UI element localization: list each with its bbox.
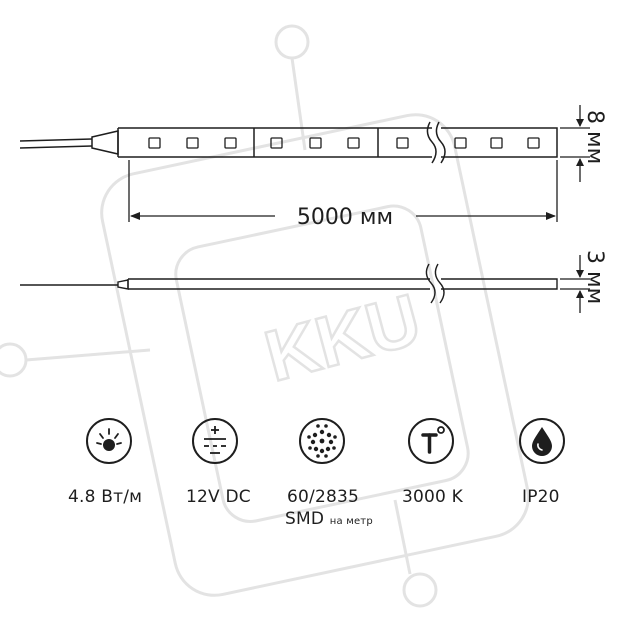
watermark-text: KKU — [257, 280, 428, 398]
led-matrix-icon — [299, 418, 345, 464]
connector-plug — [91, 130, 119, 155]
brightness-icon — [86, 418, 132, 464]
thickness-dimension — [560, 255, 590, 313]
water-drop-icon — [519, 418, 565, 464]
width-dimension — [560, 105, 590, 182]
dc-power-icon — [192, 418, 238, 464]
temperature-icon — [408, 418, 454, 464]
length-dimension — [128, 160, 558, 222]
width-label: 8 мм — [582, 110, 607, 164]
spec-led-type-row: SMD на метр — [285, 509, 373, 529]
strip-side-view — [20, 263, 558, 304]
watermark: KKU — [0, 24, 530, 608]
led-chips — [148, 137, 540, 149]
wire-top — [19, 138, 93, 142]
strip-top-view — [19, 121, 558, 164]
spec-voltage-label: 12V DC — [186, 487, 251, 507]
spec-power-label: 4.8 Вт/м — [68, 487, 143, 507]
thickness-label: 3 мм — [582, 250, 607, 304]
spec-color-temp-label: 3000 K — [402, 487, 464, 507]
spec-led-count-label: 60/2835 — [287, 487, 360, 507]
wire-bottom — [19, 145, 93, 149]
spec-led-density-label: на метр — [329, 516, 373, 527]
spec-ip-rating-label: IP20 — [522, 487, 560, 507]
spec-led-type-label: SMD — [285, 509, 325, 529]
length-label: 5000 мм — [297, 205, 393, 230]
